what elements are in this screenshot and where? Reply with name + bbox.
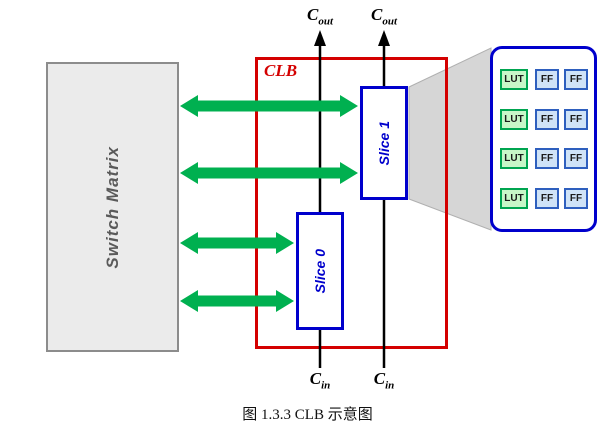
cout-sub: out xyxy=(318,15,334,28)
ff-block: FF xyxy=(535,148,559,170)
ff-block: FF xyxy=(564,187,588,209)
cin-label-left: Cin xyxy=(292,369,348,391)
ff-block: FF xyxy=(564,69,588,91)
detail-row: LUT FF FF xyxy=(500,187,594,209)
switch-matrix-label: Switch Matrix xyxy=(102,145,122,269)
cout-base: C xyxy=(306,5,319,24)
carry-arrowhead-left xyxy=(314,30,326,46)
cin-sub: in xyxy=(321,379,331,392)
slice1-label: Slice 1 xyxy=(376,120,392,166)
ff-block: FF xyxy=(564,108,588,130)
ff-block: FF xyxy=(535,187,559,209)
ff-block: FF xyxy=(564,148,588,170)
slice-detail-box: LUT FF FF LUT FF FF LUT FF FF LUT FF FF xyxy=(490,46,597,232)
lut-block: LUT xyxy=(500,69,528,91)
figure-caption: 图 1.3.3 CLB 示意图 xyxy=(242,407,373,423)
cin-label-right: Cin xyxy=(356,369,412,391)
lut-block: LUT xyxy=(500,187,528,209)
cout-sub: out xyxy=(382,15,398,28)
cout-label-left: Cout xyxy=(292,5,348,27)
slice0-label: Slice 0 xyxy=(312,248,328,294)
clb-outline xyxy=(255,57,448,349)
clb-label: CLB xyxy=(264,61,298,80)
ff-block: FF xyxy=(535,69,559,91)
carry-arrowhead-right xyxy=(378,30,390,46)
lut-block: LUT xyxy=(500,148,528,170)
switch-matrix-block: Switch Matrix xyxy=(46,62,179,352)
detail-row: LUT FF FF xyxy=(500,148,594,170)
detail-row: LUT FF FF xyxy=(500,108,594,130)
cin-base: C xyxy=(309,369,322,388)
cin-sub: in xyxy=(385,379,395,392)
cin-base: C xyxy=(373,369,386,388)
cout-base: C xyxy=(370,5,383,24)
slice1-block: Slice 1 xyxy=(360,86,408,200)
detail-row: LUT FF FF xyxy=(500,69,594,91)
ff-block: FF xyxy=(535,108,559,130)
lut-block: LUT xyxy=(500,108,528,130)
cout-label-right: Cout xyxy=(356,5,412,27)
slice0-block: Slice 0 xyxy=(296,212,344,330)
